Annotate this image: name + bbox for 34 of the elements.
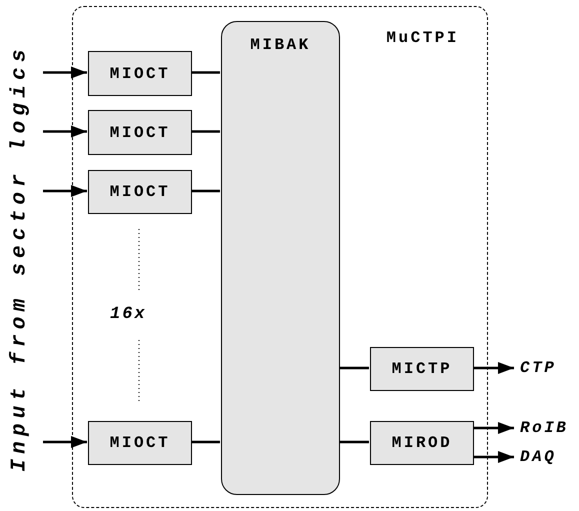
module-box bbox=[88, 51, 192, 96]
arrow bbox=[473, 362, 514, 374]
module-box bbox=[88, 170, 192, 214]
system-title: MuCTPI bbox=[386, 29, 459, 47]
module-box bbox=[370, 347, 474, 391]
arrow bbox=[43, 185, 87, 197]
output-label: CTP bbox=[520, 357, 570, 379]
arrow bbox=[43, 66, 87, 78]
output-label: RoIB bbox=[520, 417, 576, 439]
connector-line bbox=[191, 71, 220, 74]
arrow bbox=[43, 436, 87, 448]
module-label: MIOCT bbox=[110, 183, 170, 201]
module-label: MIOCT bbox=[110, 124, 170, 142]
module-box bbox=[370, 421, 474, 465]
connector-line bbox=[339, 440, 369, 444]
output-label: DAQ bbox=[520, 446, 570, 468]
arrow bbox=[43, 126, 87, 138]
module-label: MIOCT bbox=[110, 64, 170, 82]
module-box bbox=[88, 110, 192, 155]
multiplicity-label: 16x bbox=[110, 305, 147, 324]
connector-line bbox=[191, 190, 220, 192]
module-label: MICTP bbox=[392, 360, 452, 378]
module-label: MIOCT bbox=[110, 434, 170, 452]
system-frame bbox=[72, 6, 488, 508]
arrow bbox=[473, 422, 514, 434]
connector-line bbox=[339, 366, 369, 370]
module-label: MIROD bbox=[392, 434, 452, 452]
module-label: MIBAK bbox=[250, 36, 311, 54]
connector-line bbox=[191, 440, 220, 444]
input-label: Input from sector logics bbox=[8, 43, 32, 474]
connector-line bbox=[191, 130, 220, 133]
backplane-box bbox=[221, 21, 340, 495]
module-box bbox=[88, 421, 192, 465]
arrow bbox=[473, 451, 514, 463]
